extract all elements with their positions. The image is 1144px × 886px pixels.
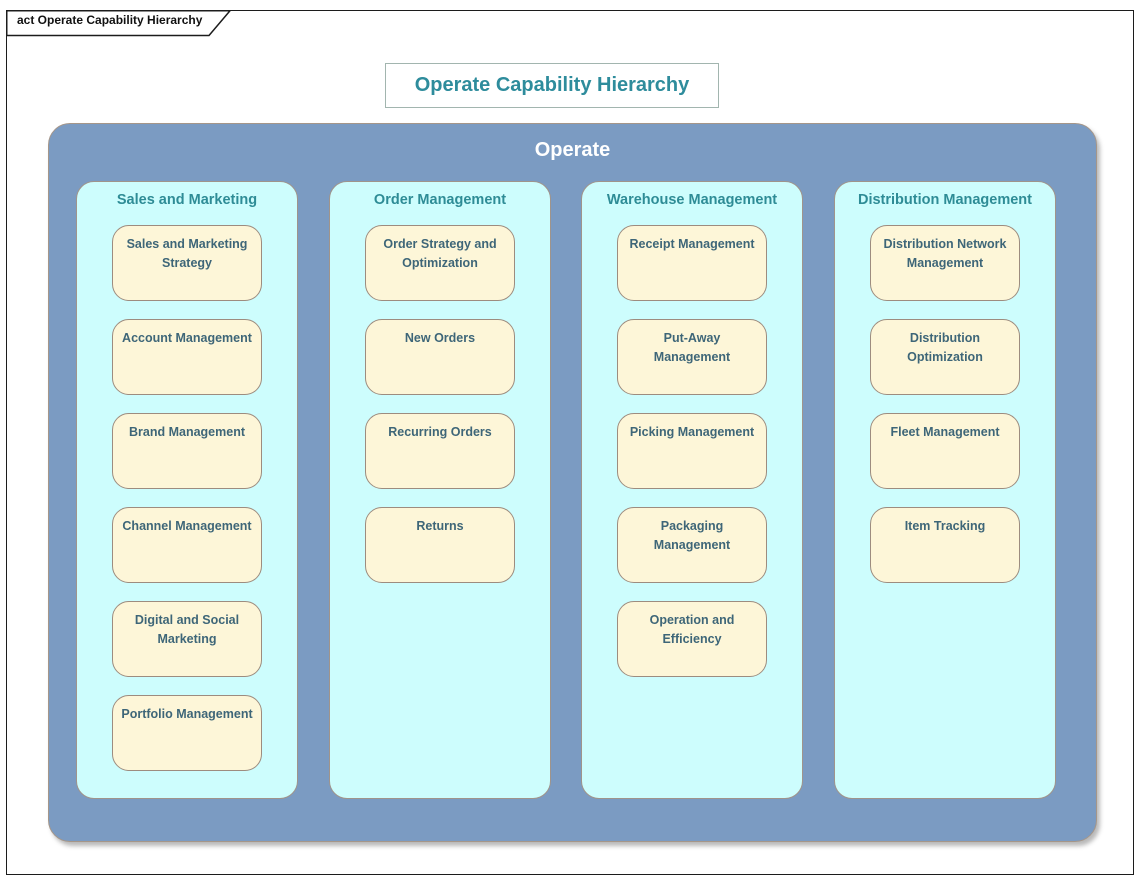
operate-label: Operate [534,139,611,161]
capability-label: Account Management [122,331,252,345]
capability-label: Returns [416,519,464,533]
capability-label: Operation and Efficiency [649,613,735,646]
capability-box-put-away-management[interactable]: Put-Away Management [617,319,767,395]
capability-label: Recurring Orders [388,425,492,439]
column-label: Order Management [373,192,507,208]
capability-box-new-orders[interactable]: New Orders [365,319,515,395]
column-label: Distribution Management [857,192,1032,208]
capability-label: Order Strategy and Optimization [383,237,497,270]
frame-tab [6,10,232,37]
capability-label: Packaging Management [653,519,731,552]
capability-box-account-management[interactable]: Account Management [112,319,262,395]
capability-label: Digital and Social Marketing [134,613,240,646]
diagram-frame [6,10,1134,875]
capability-box-sales-and-marketing-strategy[interactable]: Sales and Marketing Strategy [112,225,262,301]
capability-label: Item Tracking [904,519,986,533]
capability-box-distribution-network-management[interactable]: Distribution Network Management [870,225,1020,301]
capability-box-channel-management[interactable]: Channel Management [112,507,262,583]
capability-box-picking-management[interactable]: Picking Management [617,413,767,489]
capability-box-order-strategy-and-optimization[interactable]: Order Strategy and Optimization [365,225,515,301]
capability-box-fleet-management[interactable]: Fleet Management [870,413,1020,489]
capability-box-brand-management[interactable]: Brand Management [112,413,262,489]
capability-label: Fleet Management [890,425,1000,439]
capability-label: Distribution Optimization [907,331,983,364]
capability-box-operation-and-efficiency[interactable]: Operation and Efficiency [617,601,767,677]
capability-label: Put-Away Management [653,331,731,364]
capability-box-recurring-orders[interactable]: Recurring Orders [365,413,515,489]
capability-box-receipt-management[interactable]: Receipt Management [617,225,767,301]
column-label: Sales and Marketing [116,192,258,208]
capability-box-returns[interactable]: Returns [365,507,515,583]
diagram-title-box[interactable]: Operate Capability Hierarchy [385,63,719,108]
capability-label: Distribution Network Management [883,237,1007,270]
capability-label: Receipt Management [629,237,755,251]
column-label: Warehouse Management [606,192,778,208]
capability-box-item-tracking[interactable]: Item Tracking [870,507,1020,583]
frame-tab-label: act Operate Capability Hierarchy [17,13,203,27]
capability-label: Portfolio Management [121,707,253,721]
capability-label: Brand Management [129,425,245,439]
diagram-title: Operate Capability Hierarchy [414,74,690,96]
capability-label: Picking Management [629,425,755,439]
capability-box-digital-and-social-marketing[interactable]: Digital and Social Marketing [112,601,262,677]
capability-label: Sales and Marketing Strategy [126,237,248,270]
capability-box-portfolio-management[interactable]: Portfolio Management [112,695,262,771]
capability-label: Channel Management [122,519,252,533]
capability-label: New Orders [404,331,476,345]
capability-box-packaging-management[interactable]: Packaging Management [617,507,767,583]
capability-box-distribution-optimization[interactable]: Distribution Optimization [870,319,1020,395]
